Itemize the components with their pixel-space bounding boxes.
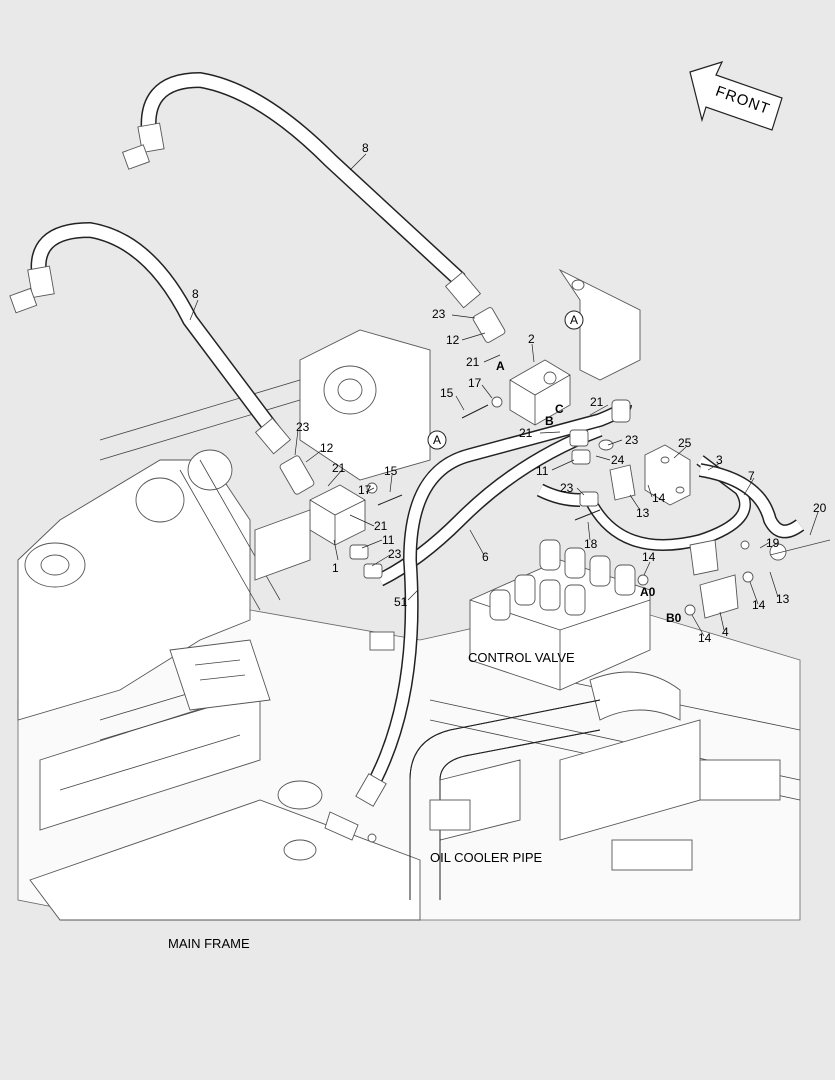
- bolts: [366, 396, 601, 521]
- hose-8-left: [9, 221, 292, 455]
- callout-21: 21: [519, 426, 533, 440]
- callout-20: 20: [813, 501, 827, 515]
- callout-23: 23: [296, 420, 310, 434]
- callout-14: 14: [652, 491, 666, 505]
- adapter-12-left: [279, 455, 315, 495]
- callout-21: 21: [332, 461, 346, 475]
- port-c: C: [555, 402, 564, 416]
- circle-a-marker-lower: A: [427, 430, 447, 450]
- main-frame-label: MAIN FRAME: [168, 936, 250, 951]
- callout-14: 14: [642, 550, 656, 564]
- sensor-fitting: [324, 811, 377, 843]
- callout-7: 7: [748, 469, 755, 483]
- callout-17: 17: [358, 483, 372, 497]
- callout-21: 21: [466, 355, 480, 369]
- port-b: B: [545, 414, 554, 428]
- callout-4: 4: [722, 625, 729, 639]
- svg-text:A: A: [433, 433, 441, 447]
- svg-text:A: A: [570, 313, 578, 327]
- callout-21: 21: [590, 395, 604, 409]
- callout-11: 11: [382, 533, 395, 547]
- hose-51: [355, 401, 632, 807]
- callout-6: 6: [482, 550, 489, 564]
- port-b0: B0: [666, 611, 682, 625]
- valve-block-1: [254, 484, 366, 581]
- callout-23: 23: [625, 433, 639, 447]
- callout-23: 23: [560, 481, 574, 495]
- circle-a-marker-upper: A: [564, 310, 584, 330]
- oil-cooler-pipe-label: OIL COOLER PIPE: [430, 850, 543, 865]
- callout-23: 23: [388, 547, 402, 561]
- callout-12: 12: [320, 441, 334, 455]
- callout-19: 19: [766, 536, 780, 550]
- hose-3-7: [584, 455, 805, 551]
- callout-13: 13: [776, 592, 790, 606]
- callout-11: 11: [536, 464, 549, 478]
- port-a0: A0: [640, 585, 656, 599]
- port-a: A: [496, 359, 505, 373]
- callout-12: 12: [446, 333, 460, 347]
- control-valve-label: CONTROL VALVE: [468, 650, 575, 665]
- callout-17: 17: [468, 376, 482, 390]
- control-valve-drawing: [469, 539, 681, 721]
- leader-lines: [189, 153, 819, 637]
- callout-24: 24: [611, 453, 625, 467]
- callout-23: 23: [432, 307, 446, 321]
- port-labels: A B C A0 B0: [496, 359, 682, 625]
- clamp-19-20: [740, 539, 831, 561]
- callout-25: 25: [678, 436, 692, 450]
- callout-13: 13: [636, 506, 650, 520]
- callout-14: 14: [698, 631, 712, 645]
- callout-15: 15: [440, 386, 454, 400]
- callout-numbers: 8 8 23 12 21 2 17 15 21 21 23 25 3 7 23 …: [192, 141, 827, 645]
- callout-18: 18: [584, 537, 598, 551]
- callout-51: 51: [394, 595, 408, 609]
- bracket-upper: [558, 268, 641, 381]
- front-arrow: FRONT: [689, 61, 783, 131]
- hose-8-top: [122, 71, 482, 309]
- adapter-12-top: [472, 307, 506, 343]
- hose-short-23: [536, 483, 581, 507]
- callout-8-top: 8: [362, 141, 369, 155]
- callout-1: 1: [332, 561, 339, 575]
- callout-8-left: 8: [192, 287, 199, 301]
- callout-3: 3: [716, 453, 723, 467]
- callout-21: 21: [374, 519, 388, 533]
- callout-14: 14: [752, 598, 766, 612]
- bracket-25: [644, 444, 691, 506]
- valve-block-2: [509, 359, 571, 426]
- callout-15: 15: [384, 464, 398, 478]
- callout-2: 2: [528, 332, 535, 346]
- fittings-center: [349, 399, 631, 579]
- oil-cooler-pipe-drawing: [409, 699, 601, 900]
